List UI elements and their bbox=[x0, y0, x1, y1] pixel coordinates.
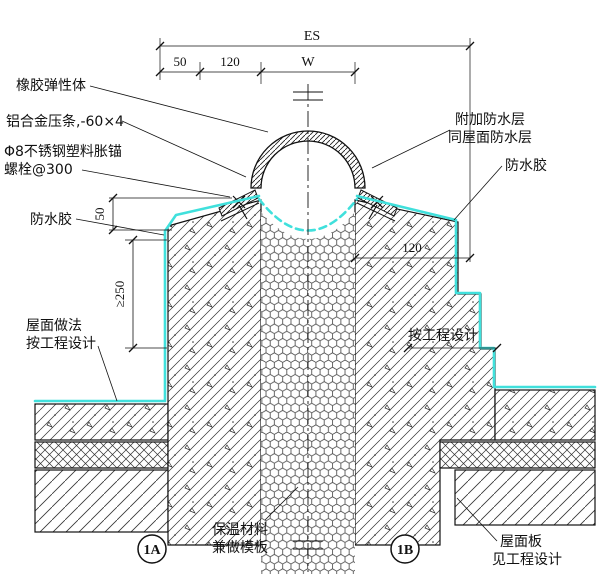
dimensions: ES 50 120 W 50 ≥250 120 bbox=[92, 29, 502, 353]
dim-seg-w: W bbox=[301, 55, 315, 70]
label-per-engineering-design: 按工程设计 bbox=[408, 328, 478, 344]
right-screed-layer bbox=[494, 389, 596, 441]
leader-rubber bbox=[89, 85, 269, 133]
dim-height-min-250: ≥250 bbox=[112, 281, 127, 308]
label-extra-waterproof-line1: 附加防水层 bbox=[455, 112, 525, 128]
leader-anchor bbox=[81, 169, 231, 198]
leader-lines bbox=[75, 85, 503, 542]
detail-marker-1b: 1B bbox=[397, 543, 413, 558]
batten-strip-lines bbox=[220, 202, 396, 222]
dim-seg-50: 50 bbox=[174, 54, 187, 69]
label-roof-practice-line1: 屋面做法 bbox=[26, 318, 82, 334]
label-insulation-line1: 保温材料 bbox=[212, 522, 268, 538]
label-anchor-line2: 螺栓@300 bbox=[4, 162, 73, 178]
detail-marker-circle-1b bbox=[390, 534, 420, 564]
centerline bbox=[293, 84, 323, 572]
membrane-right bbox=[355, 194, 597, 389]
detail-markers: 1A 1B bbox=[137, 534, 420, 564]
label-sealant-left: 防水胶 bbox=[30, 211, 72, 228]
label-anchor-line1: Φ8不锈钢塑料胀锚 bbox=[4, 144, 122, 160]
label-aluminum-batten: 铝合金压条,-60×4 bbox=[6, 113, 124, 130]
leader-sealant-right bbox=[453, 165, 503, 221]
left-concrete-curb bbox=[167, 199, 262, 546]
left-screed-layer bbox=[34, 403, 169, 441]
dim-height-50: 50 bbox=[92, 208, 107, 221]
annotations: 橡胶弹性体 铝合金压条,-60×4 Φ8不锈钢塑料胀锚 螺栓@300 防水胶 屋… bbox=[4, 77, 562, 568]
centerline-symbol-top bbox=[293, 91, 323, 101]
rubber-cap-shell bbox=[250, 130, 366, 189]
label-rubber-elastomer: 橡胶弹性体 bbox=[16, 77, 86, 94]
dim-es: ES bbox=[304, 29, 320, 44]
leader-sealant-left bbox=[75, 218, 165, 236]
label-insulation-line2: 兼做模板 bbox=[212, 540, 268, 556]
label-sealant-right: 防水胶 bbox=[505, 157, 547, 174]
leader-insulation bbox=[264, 486, 299, 521]
right-slab-layer bbox=[454, 469, 596, 526]
left-roof-layers bbox=[34, 403, 169, 533]
leader-aluminum bbox=[121, 120, 247, 178]
bolt-left bbox=[232, 195, 248, 220]
right-crosshatch-layer bbox=[439, 441, 596, 469]
leader-roof-slab bbox=[456, 497, 498, 542]
label-roof-practice-line2: 按工程设计 bbox=[26, 336, 96, 352]
leader-roof-practice bbox=[97, 345, 118, 402]
label-roof-slab-line1: 屋面板 bbox=[500, 534, 542, 550]
membrane-left bbox=[33, 194, 261, 403]
label-extra-waterproof-line2: 同屋面防水层 bbox=[448, 130, 532, 146]
left-slab-layer bbox=[34, 469, 169, 533]
detail-marker-circle-1a bbox=[137, 534, 167, 564]
label-roof-slab-line2: 见工程设计 bbox=[492, 552, 562, 568]
centerline-symbol-bottom bbox=[293, 540, 323, 550]
left-crosshatch-layer bbox=[34, 441, 169, 469]
dim-width-120: 120 bbox=[402, 240, 422, 255]
detail-marker-1a: 1A bbox=[143, 543, 161, 558]
dim-seg-120: 120 bbox=[220, 54, 240, 69]
leader-extra-waterproof bbox=[371, 129, 451, 169]
right-roof-layers bbox=[354, 199, 596, 546]
